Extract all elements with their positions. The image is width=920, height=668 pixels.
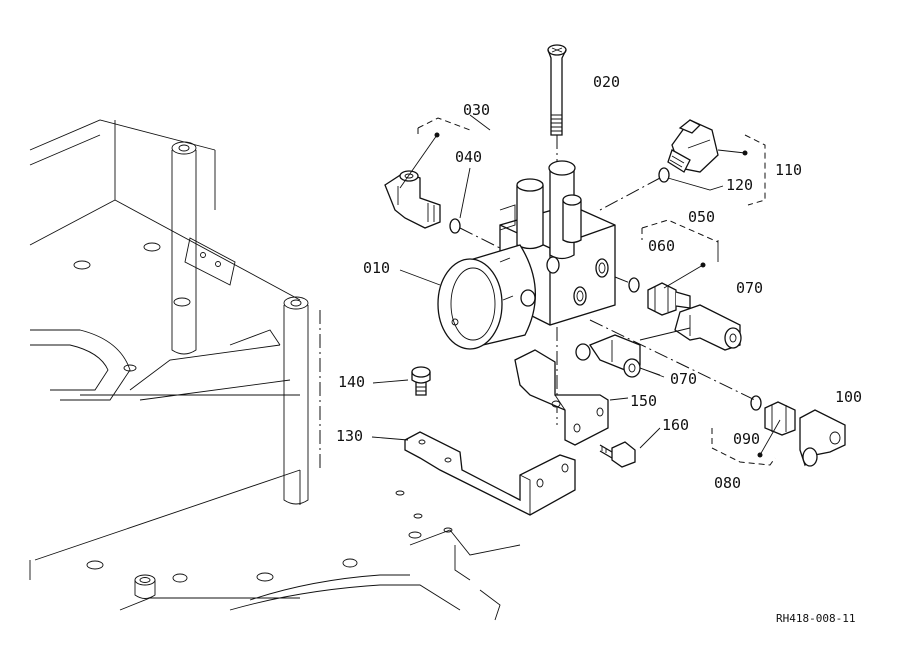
o-ring-120 bbox=[658, 167, 670, 183]
callout-030: 030 bbox=[463, 101, 491, 119]
elbow-fitting-100 bbox=[799, 409, 846, 467]
elbow-fitting-070-b bbox=[575, 334, 641, 378]
callout-070-b: 070 bbox=[670, 370, 698, 388]
callout-160: 160 bbox=[662, 416, 690, 434]
frame-bracket bbox=[184, 237, 236, 286]
valve-block-010 bbox=[437, 160, 616, 350]
callout-130: 130 bbox=[336, 427, 364, 445]
callout-060: 060 bbox=[648, 237, 676, 255]
group-bracket-030 bbox=[399, 114, 491, 189]
elbow-fitting-070-a bbox=[674, 304, 742, 351]
callout-040: 040 bbox=[455, 148, 483, 166]
callout-010: 010 bbox=[363, 259, 391, 277]
group-bracket-080 bbox=[711, 419, 781, 466]
drawing-reference: RH418-008-11 bbox=[776, 612, 856, 625]
fitting-050 bbox=[647, 282, 691, 316]
callout-110: 110 bbox=[775, 161, 803, 179]
callout-050: 050 bbox=[688, 208, 716, 226]
callout-120: 120 bbox=[726, 176, 754, 194]
pressure-sensor-110 bbox=[667, 119, 719, 173]
o-ring-040 bbox=[449, 218, 461, 234]
callout-140: 140 bbox=[338, 373, 366, 391]
bracket-130 bbox=[404, 431, 576, 516]
bolt-160 bbox=[599, 441, 636, 468]
elbow-fitting-030 bbox=[384, 170, 441, 229]
callout-080: 080 bbox=[714, 474, 742, 492]
callout-070-a: 070 bbox=[736, 279, 764, 297]
frame-posts bbox=[171, 141, 321, 505]
bracket-150 bbox=[514, 349, 609, 446]
fitting-080 bbox=[764, 401, 796, 436]
bolt-140 bbox=[411, 366, 431, 396]
callout-150: 150 bbox=[630, 392, 658, 410]
callout-090: 090 bbox=[733, 430, 761, 448]
group-bracket-110 bbox=[717, 134, 766, 206]
frame-holes bbox=[73, 242, 453, 599]
group-bracket-050 bbox=[641, 219, 719, 289]
callout-020: 020 bbox=[593, 73, 621, 91]
o-ring-090 bbox=[750, 395, 762, 411]
callout-100: 100 bbox=[835, 388, 863, 406]
leader-lines bbox=[371, 167, 665, 449]
chassis-frame bbox=[29, 119, 521, 621]
o-ring-060 bbox=[628, 277, 640, 293]
